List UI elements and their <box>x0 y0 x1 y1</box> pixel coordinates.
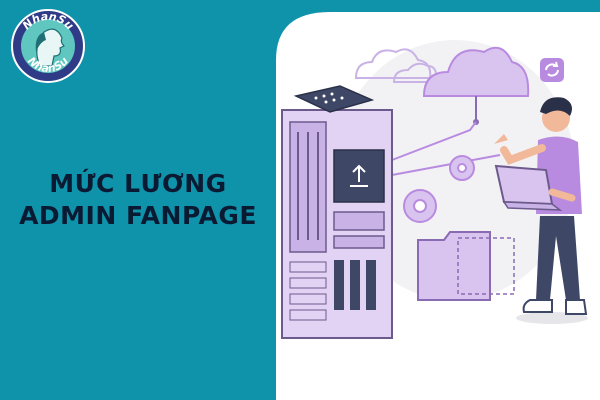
svg-text:NhanSu: NhanSu <box>25 54 71 75</box>
headline-line-1: MỨC LƯƠNG <box>49 169 227 198</box>
headline-line-2: ADMIN FANPAGE <box>19 201 257 230</box>
cable <box>391 121 477 161</box>
gear-icon <box>403 155 475 223</box>
nhansu-logo: NhanSu NhanSu <box>11 9 85 83</box>
sync-icon <box>540 58 564 82</box>
folder-icon <box>417 231 515 301</box>
cloud-icon <box>422 46 530 125</box>
logo-top-text: NhanSu <box>20 10 76 33</box>
logo-bottom-text: NhanSu <box>25 54 71 75</box>
headline: MỨC LƯƠNG ADMIN FANPAGE <box>0 168 276 232</box>
person-illustration <box>494 97 588 324</box>
server-tower-illustration <box>281 85 393 339</box>
cable <box>391 154 501 176</box>
svg-text:NhanSu: NhanSu <box>20 10 76 33</box>
cloud-outline-icon <box>354 48 438 83</box>
